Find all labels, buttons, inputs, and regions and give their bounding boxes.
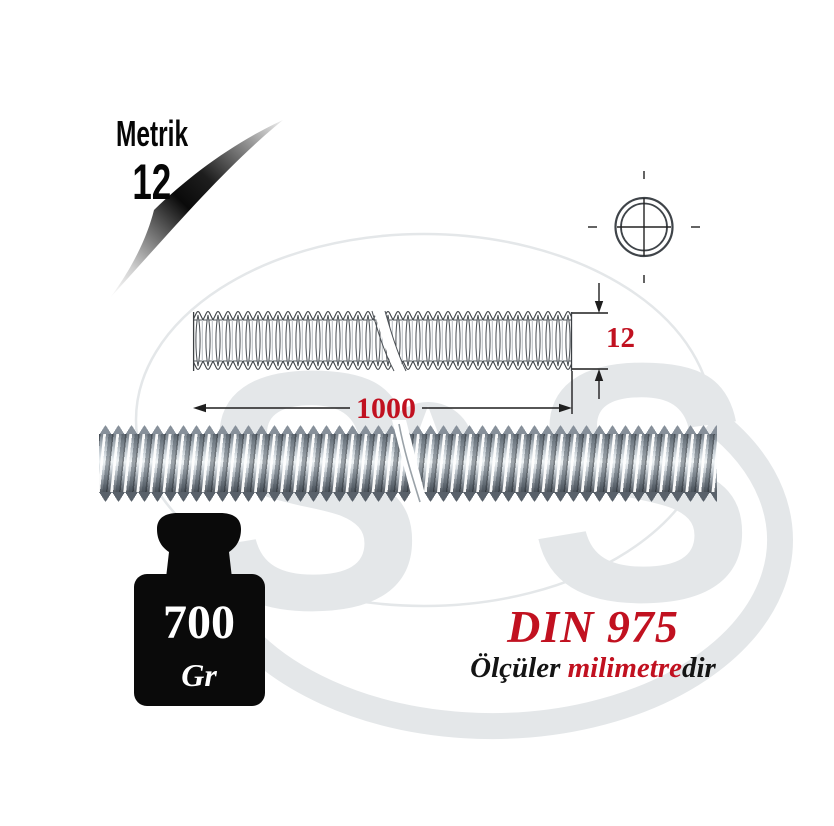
rod-photo-body [99, 434, 717, 493]
units-note-highlight: milimetre [567, 652, 682, 684]
watermark-orbit-outline [134, 232, 714, 608]
arrow-down-icon [594, 301, 604, 313]
standard-name: DIN 975 [507, 601, 679, 652]
arrow-up-icon [594, 369, 604, 381]
arrow-right-icon [559, 403, 572, 413]
diameter-dimension [572, 283, 608, 399]
units-note-suffix: dir [682, 652, 716, 684]
size-value: 12 [132, 154, 172, 210]
size-label: Metrik [115, 113, 189, 154]
arrow-left-icon [193, 403, 206, 413]
rod-break-edge-left [371, 310, 395, 372]
cross-section-icon [588, 171, 700, 283]
diameter-dim-label: 12 [606, 322, 635, 354]
weight-unit: Gr [181, 657, 217, 693]
units-note: Ölçüler milimetredir [448, 652, 738, 685]
weight-value: 700 [163, 596, 235, 649]
length-dimension [204, 371, 573, 414]
rod-photo-bottom-threads [99, 492, 717, 502]
rod-drawing [192, 309, 573, 372]
threaded-rod-photo [99, 425, 717, 502]
units-note-prefix: Ölçüler [470, 652, 568, 684]
rod-break-edge-right [384, 310, 407, 372]
size-callout: Metrik 12 [94, 113, 210, 210]
length-dim-label: 1000 [356, 392, 416, 425]
